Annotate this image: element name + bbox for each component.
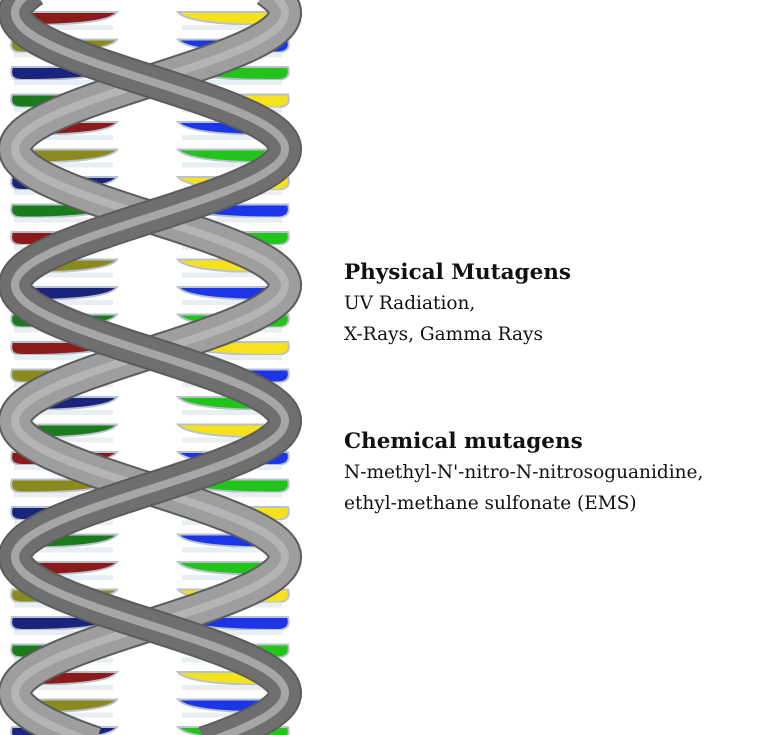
- chemical-mutagens-line-1: N-methyl-N'-nitro-N-nitrosoguanidine,: [344, 462, 704, 483]
- base-plate-edge: [182, 80, 282, 85]
- base-plate-edge: [182, 492, 282, 498]
- base-plate-edge: [182, 685, 282, 690]
- base-plate-edge: [182, 135, 282, 140]
- chemical-mutagens-section: Chemical mutagens N-methyl-N'-nitro-N-ni…: [344, 427, 703, 519]
- physical-mutagens-section: Physical Mutagens UV Radiation, X-Rays, …: [344, 258, 571, 350]
- base-plate-edge: [14, 135, 113, 140]
- base-plate-edge: [14, 300, 113, 305]
- base-plate-edge: [182, 410, 282, 415]
- base-plate-edge: [14, 162, 113, 168]
- base-plate-edge: [182, 217, 282, 223]
- base-plate-edge: [14, 685, 113, 690]
- physical-mutagens-title: Physical Mutagens: [344, 260, 571, 285]
- base-plate-edge: [14, 355, 113, 360]
- base-plate-edge: [14, 25, 113, 30]
- base-plate-edge: [14, 547, 113, 553]
- base-plate-edge: [182, 575, 282, 580]
- base-plate-edge: [14, 437, 113, 443]
- dna-helix-illustration: [0, 0, 303, 735]
- base-plate-edge: [182, 272, 282, 278]
- chemical-mutagens-title: Chemical mutagens: [344, 429, 583, 454]
- chemical-mutagens-line-2: ethyl-methane sulfonate (EMS): [344, 493, 637, 514]
- physical-mutagens-line-2: X-Rays, Gamma Rays: [344, 324, 543, 345]
- base-plate-edge: [14, 272, 113, 278]
- backbone-highlight: [10, 0, 290, 735]
- base-plate-edge: [14, 80, 113, 85]
- base-plate-edge: [182, 25, 282, 30]
- base-plate-edge: [182, 355, 282, 360]
- base-plate-edge: [182, 630, 282, 635]
- base-plate-edge: [14, 630, 113, 635]
- base-plate-edge: [182, 162, 282, 168]
- physical-mutagens-line-1: UV Radiation,: [344, 293, 476, 314]
- base-plate-edge: [14, 410, 113, 415]
- dna-double-helix: [0, 0, 310, 735]
- base-plate-edge: [182, 300, 282, 305]
- base-plate-edge: [182, 437, 282, 443]
- sugar-phosphate-backbones: [0, 0, 303, 735]
- base-plate-edge: [14, 492, 113, 498]
- base-plate-edge: [14, 217, 113, 223]
- base-plate-edge: [182, 547, 282, 553]
